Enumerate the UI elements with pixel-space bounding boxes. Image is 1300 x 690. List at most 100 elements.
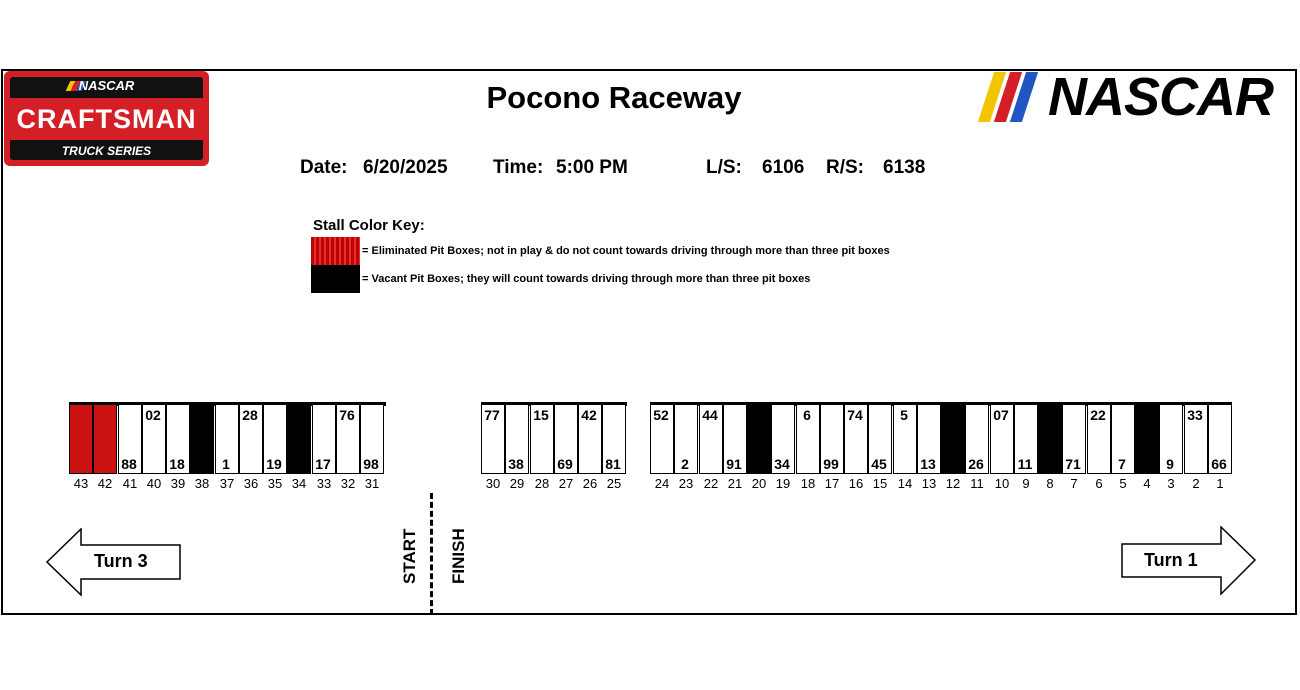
pit-stall-8 <box>1038 404 1062 474</box>
pit-stall-43 <box>69 404 93 474</box>
diagram-frame <box>1 69 1297 615</box>
stall-number: 1 <box>1216 476 1224 491</box>
pit-stall-42 <box>93 404 117 474</box>
pit-stall-29: 38 <box>505 404 529 474</box>
car-number: 66 <box>1211 456 1227 472</box>
date-value: 6/20/2025 <box>363 157 448 178</box>
car-number: 02 <box>145 407 161 423</box>
craftsman-truck-series-logo: NASCAR CRAFTSMAN TRUCK SERIES <box>4 71 209 166</box>
car-number: 17 <box>315 456 331 472</box>
pit-stall-26: 42 <box>578 404 602 474</box>
pit-stall-9: 11 <box>1014 404 1038 474</box>
stall-number: 36 <box>243 476 259 491</box>
car-number: 9 <box>1166 456 1174 472</box>
stall-number: 15 <box>872 476 888 491</box>
stall-number: 38 <box>194 476 210 491</box>
stall-number: 43 <box>73 476 89 491</box>
stall-number: 25 <box>606 476 622 491</box>
page-title: Pocono Raceway <box>486 80 742 115</box>
stall-color-key-title: Stall Color Key: <box>313 217 425 234</box>
car-number: 45 <box>871 456 887 472</box>
stall-number: 41 <box>122 476 138 491</box>
eliminated-swatch <box>311 237 360 265</box>
stall-number: 29 <box>509 476 525 491</box>
date-label: Date: <box>300 157 348 178</box>
stall-number: 4 <box>1143 476 1151 491</box>
stall-number: 22 <box>703 476 719 491</box>
pit-stall-2: 33 <box>1184 404 1208 474</box>
craftsman-logo-nascar-text: NASCAR <box>78 78 135 93</box>
car-number: 07 <box>993 407 1009 423</box>
stall-number: 18 <box>800 476 816 491</box>
pit-stall-7: 71 <box>1062 404 1086 474</box>
car-number: 99 <box>823 456 839 472</box>
stall-number: 19 <box>775 476 791 491</box>
car-number: 91 <box>726 456 742 472</box>
car-number: 26 <box>968 456 984 472</box>
vacant-key-text: = Vacant Pit Boxes; they will count towa… <box>362 273 811 285</box>
stall-number: 3 <box>1167 476 1175 491</box>
pit-stall-20 <box>747 404 771 474</box>
pit-stall-17: 99 <box>820 404 844 474</box>
pit-stall-37: 1 <box>215 404 239 474</box>
stall-number: 39 <box>170 476 186 491</box>
pit-stall-23: 2 <box>674 404 698 474</box>
stall-number: 11 <box>970 476 984 491</box>
pit-stall-21: 91 <box>723 404 747 474</box>
right-side-value: 6138 <box>883 157 926 178</box>
turn-1-arrow-icon <box>1121 526 1257 596</box>
pit-stall-11: 26 <box>965 404 989 474</box>
car-number: 18 <box>169 456 185 472</box>
eliminated-key-text: = Eliminated Pit Boxes; not in play & do… <box>362 245 890 257</box>
pit-stall-18: 6 <box>796 404 820 474</box>
craftsman-logo-text: CRAFTSMAN <box>10 98 203 140</box>
car-number: 33 <box>1187 407 1203 423</box>
pit-stall-34 <box>287 404 311 474</box>
stall-number: 30 <box>485 476 501 491</box>
car-number: 81 <box>605 456 621 472</box>
car-number: 28 <box>242 407 258 423</box>
pit-stall-36: 28 <box>239 404 263 474</box>
car-number: 71 <box>1065 456 1081 472</box>
pit-stall-10: 07 <box>990 404 1014 474</box>
pit-stall-28: 15 <box>530 404 554 474</box>
stall-number: 26 <box>582 476 598 491</box>
stall-number: 37 <box>219 476 235 491</box>
right-side-label: R/S: <box>826 157 864 178</box>
car-number: 7 <box>1118 456 1126 472</box>
car-number: 77 <box>484 407 500 423</box>
pit-stall-3: 9 <box>1159 404 1183 474</box>
pit-stall-15: 45 <box>868 404 892 474</box>
car-number: 74 <box>847 407 863 423</box>
car-number: 34 <box>774 456 790 472</box>
car-number: 19 <box>266 456 282 472</box>
pit-stall-32: 76 <box>336 404 360 474</box>
stall-number: 8 <box>1046 476 1054 491</box>
pit-stall-31: 98 <box>360 404 384 474</box>
car-number: 76 <box>339 407 355 423</box>
turn-1-label: Turn 1 <box>1144 550 1198 570</box>
stall-number: 23 <box>678 476 694 491</box>
stall-number: 5 <box>1119 476 1127 491</box>
pit-stall-35: 19 <box>263 404 287 474</box>
stall-number: 2 <box>1192 476 1200 491</box>
pit-stall-1: 66 <box>1208 404 1232 474</box>
left-side-label: L/S: <box>706 157 742 178</box>
stall-number: 31 <box>364 476 380 491</box>
stall-number: 42 <box>97 476 113 491</box>
pit-stall-13: 13 <box>917 404 941 474</box>
stall-number: 6 <box>1095 476 1103 491</box>
pit-stall-27: 69 <box>554 404 578 474</box>
time-value: 5:00 PM <box>556 157 628 178</box>
pit-stall-19: 34 <box>771 404 795 474</box>
vacant-swatch <box>311 265 360 293</box>
finish-label: FINISH <box>449 528 468 584</box>
pit-stall-39: 18 <box>166 404 190 474</box>
turn-3-arrow-icon <box>46 528 181 597</box>
stall-number: 40 <box>146 476 162 491</box>
pit-stall-4 <box>1135 404 1159 474</box>
car-number: 98 <box>363 456 379 472</box>
stall-number: 24 <box>654 476 670 491</box>
car-number: 38 <box>508 456 524 472</box>
pit-stall-22: 44 <box>699 404 723 474</box>
